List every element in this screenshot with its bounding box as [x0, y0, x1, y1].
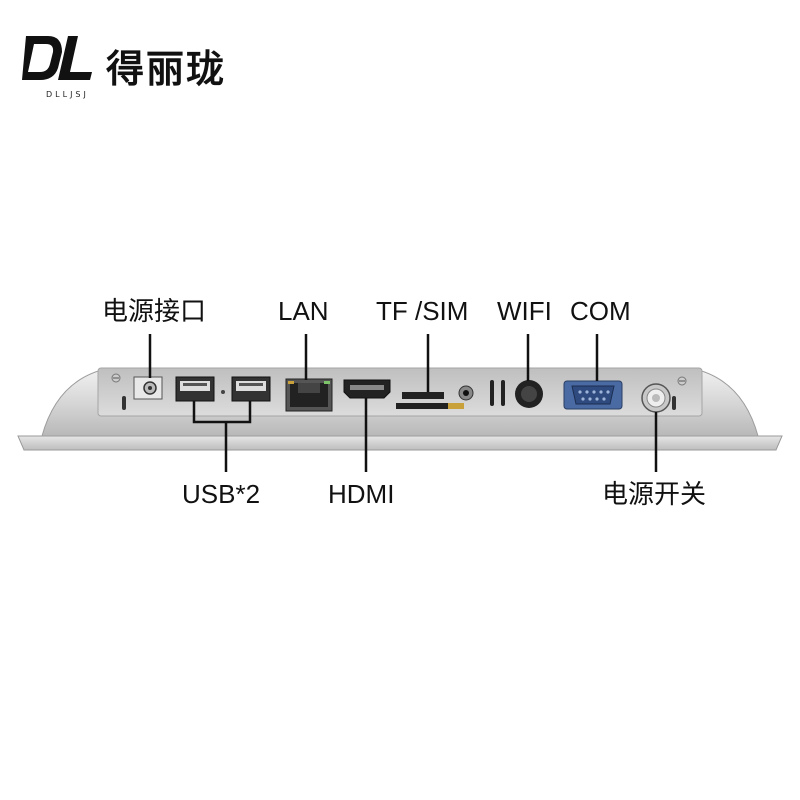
device-base-plate — [17, 435, 783, 451]
hdmi-port-icon — [343, 379, 391, 399]
screw-icon-right — [677, 376, 687, 386]
tf-sim-slot-icon — [396, 392, 464, 409]
label-wifi: WIFI — [497, 296, 552, 326]
callout-usb — [192, 401, 252, 424]
dl-logo-icon — [22, 36, 92, 80]
brand-logo: 得丽珑 DLLJSJ — [22, 28, 252, 108]
dc-power-port-icon — [133, 376, 163, 400]
label-hdmi: HDMI — [328, 479, 395, 509]
com-port-icon — [563, 380, 623, 410]
usb-port-icon-1 — [175, 376, 215, 402]
label-lan: LAN — [278, 296, 329, 326]
usb-divider-dot — [221, 390, 225, 394]
usb-port-icon-2 — [231, 376, 271, 402]
label-power-port: 电源接口 — [102, 296, 207, 326]
audio-jack-icon — [458, 385, 474, 401]
vent-slot-right — [672, 396, 676, 410]
label-tf-sim: TF /SIM — [376, 296, 469, 326]
label-com: COM — [570, 296, 631, 326]
power-switch-icon — [641, 383, 671, 413]
brand-name-cn: 得丽珑 — [106, 47, 227, 91]
screw-icon-left — [111, 373, 121, 383]
vent-slot-left — [122, 396, 126, 410]
brand-name-en: DLLJSJ — [46, 90, 89, 99]
label-usb: USB*2 — [182, 479, 261, 509]
label-power-switch: 电源开关 — [602, 479, 707, 509]
lan-port-icon — [285, 378, 333, 412]
vent-slot-1 — [490, 380, 494, 406]
vent-slot-2 — [501, 380, 505, 406]
wifi-antenna-port-icon — [515, 380, 543, 408]
